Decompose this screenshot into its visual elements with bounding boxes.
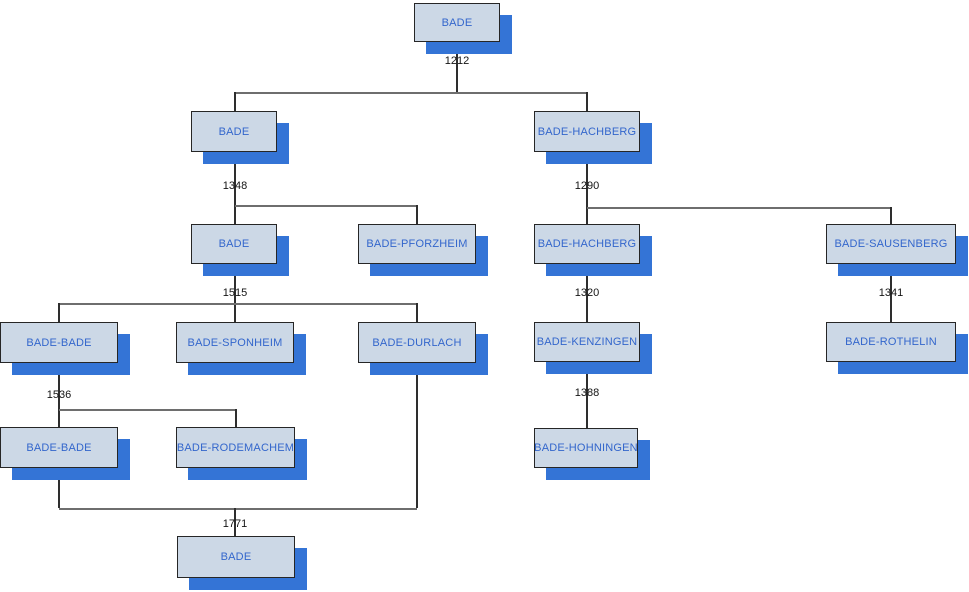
connector-line: [586, 152, 588, 224]
year-label: 1388: [574, 387, 600, 399]
connector-line: [234, 508, 236, 536]
year-label: 1515: [222, 287, 248, 299]
tree-node-bade-gen2[interactable]: BADE: [191, 111, 277, 152]
connector-line: [58, 363, 60, 427]
tree-node-bade-kenzingen[interactable]: BADE-KENZINGEN: [534, 322, 640, 362]
tree-node-bade-rodemachem[interactable]: BADE-RODEMACHEM: [176, 427, 295, 468]
tree-node-bade-rothelin[interactable]: BADE-ROTHELIN: [826, 322, 956, 362]
tree-node-bade-durlach[interactable]: BADE-DURLACH: [358, 322, 476, 363]
connector-line: [234, 92, 236, 112]
connector-line: [587, 207, 891, 209]
connector-line: [416, 303, 418, 322]
tree-node-bade-hohningen[interactable]: BADE-HOHNINGEN: [534, 428, 638, 468]
tree-node-bade-gen6[interactable]: BADE: [177, 536, 295, 578]
tree-node-bade-bade-gen4[interactable]: BADE-BADE: [0, 322, 118, 363]
connector-line: [58, 468, 60, 508]
connector-line: [890, 207, 892, 224]
year-label: 1290: [574, 180, 600, 192]
tree-node-bade-pforzheim[interactable]: BADE-PFORZHEIM: [358, 224, 476, 264]
tree-node-bade-sausenberg[interactable]: BADE-SAUSENBERG: [826, 224, 956, 264]
connector-line: [586, 362, 588, 428]
connector-line: [586, 92, 588, 112]
year-label: 1536: [46, 389, 72, 401]
tree-node-bade-hachberg-gen2[interactable]: BADE-HACHBERG: [534, 111, 640, 152]
tree-node-bade-hachberg-gen3[interactable]: BADE-HACHBERG: [534, 224, 640, 264]
connector-line: [416, 363, 418, 508]
tree-node-bade-sponheim[interactable]: BADE-SPONHEIM: [176, 322, 294, 363]
connector-line: [235, 205, 417, 207]
connector-line: [235, 92, 587, 94]
connector-line: [59, 508, 417, 510]
connector-line: [235, 409, 237, 427]
tree-node-bade-gen1[interactable]: BADE: [414, 3, 500, 42]
connector-line: [58, 303, 60, 322]
connector-line: [59, 303, 417, 305]
connector-line: [234, 152, 236, 224]
year-label: 1348: [222, 180, 248, 192]
connector-line: [586, 264, 588, 322]
year-label: 1212: [444, 55, 470, 67]
year-label: 1341: [878, 287, 904, 299]
connector-line: [59, 409, 236, 411]
tree-node-bade-gen3[interactable]: BADE: [191, 224, 277, 264]
year-label: 1771: [222, 518, 248, 530]
connector-line: [890, 264, 892, 322]
tree-node-bade-bade-gen5[interactable]: BADE-BADE: [0, 427, 118, 468]
connector-line: [234, 264, 236, 322]
year-label: 1320: [574, 287, 600, 299]
connector-line: [416, 205, 418, 224]
connector-line: [456, 42, 458, 92]
